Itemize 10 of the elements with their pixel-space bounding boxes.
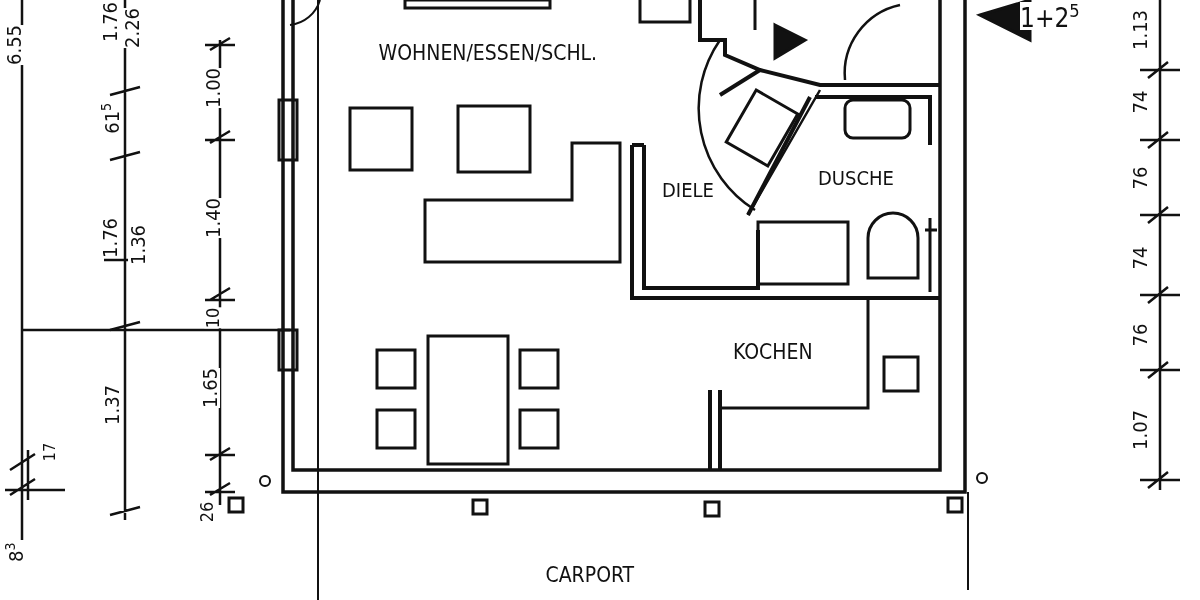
- room-label: WOHNEN/ESSEN/SCHL.: [378, 42, 598, 64]
- dimension-label: 10: [203, 307, 222, 329]
- dimension-label: 26: [197, 501, 216, 523]
- dimension-label: 1.40: [203, 197, 224, 239]
- dimension-label: 1.00: [203, 67, 224, 109]
- dimension-label: 6.55: [4, 24, 25, 66]
- dimension-label: 1.65: [200, 367, 221, 409]
- room-label: DIELE: [662, 180, 714, 200]
- room-label: DUSCHE: [818, 168, 894, 188]
- level-label: 1+2$^{5}$: [1020, 1, 1080, 31]
